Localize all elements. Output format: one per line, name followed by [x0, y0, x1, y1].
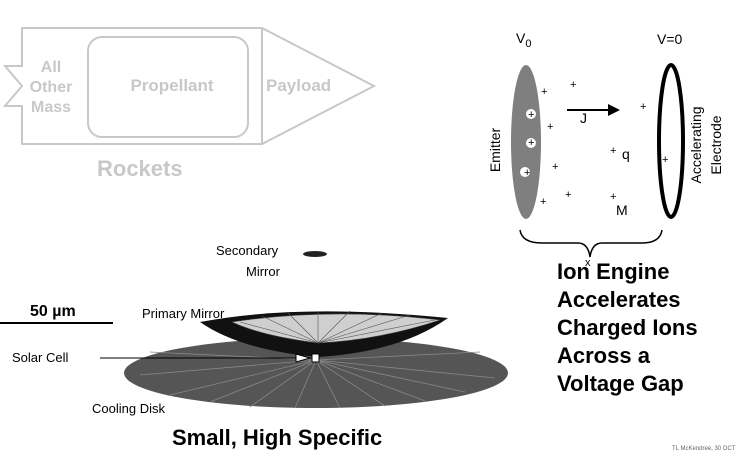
ion-engine-description: Ion Engine Accelerates Charged Ions Acro… — [557, 259, 698, 396]
v0-label: V — [516, 30, 526, 46]
cooling-disk-label: Cooling Disk — [92, 401, 165, 416]
solar-cell-label: Solar Cell — [12, 350, 69, 365]
ion-plus: + — [541, 86, 547, 98]
mirror-assembly — [0, 251, 508, 409]
solar-cell — [311, 353, 320, 363]
v0-subscript: 0 — [525, 37, 532, 50]
rocket-outline — [2, 27, 377, 145]
ion-engine-diagram: + + + + + + + + + + + + + x — [511, 63, 685, 269]
payload-label: Payload — [266, 76, 332, 95]
solar-cell-pointer — [100, 353, 312, 363]
rockets-title: Rockets — [97, 156, 183, 181]
brace-mark: x — [585, 257, 591, 269]
primary-mirror-ribs — [239, 310, 436, 344]
emitter-electrode — [511, 65, 541, 219]
rocket-diagram — [2, 27, 377, 145]
other-mass-label: All Other Mass — [29, 59, 73, 116]
ion-plus: + — [565, 189, 571, 201]
mirror-title: Small, High Specific — [172, 425, 383, 450]
gap-brace — [519, 229, 663, 258]
primary-mirror-rim — [230, 313, 441, 344]
ion-plus: + — [552, 161, 558, 173]
current-arrow — [567, 104, 620, 116]
propellant-label: Propellant — [130, 76, 214, 95]
emitter-tip — [520, 167, 530, 177]
electrode-label: Electrode — [708, 115, 724, 175]
ion-plus: + — [528, 109, 534, 121]
mass-label: M — [616, 202, 628, 218]
electrode-voltage-label: V=0 — [657, 31, 683, 47]
secondary-mirror — [303, 251, 327, 257]
cooling-disk-rays — [139, 351, 496, 409]
ion-plus: + — [570, 79, 576, 91]
propellant-box — [87, 36, 249, 138]
accelerating-label: Accelerating — [688, 106, 704, 184]
ion-plus: + — [610, 145, 616, 157]
ion-plus: + — [528, 137, 534, 149]
secondary-mirror-label-line1: Secondary — [216, 243, 279, 258]
primary-mirror-label: Primary Mirror — [142, 306, 225, 321]
emitter-tip — [526, 138, 536, 148]
ion-plus: + — [547, 121, 553, 133]
emitter-tip — [526, 109, 536, 119]
emitter-voltage-label: V0 — [516, 30, 531, 50]
ion-particles: + + + + + + + + + + + + + — [524, 79, 668, 208]
ion-plus: + — [662, 154, 668, 166]
accelerating-electrode — [657, 63, 685, 219]
ion-plus: + — [524, 167, 530, 179]
current-label: J — [580, 110, 587, 126]
ion-plus: + — [540, 196, 546, 208]
secondary-mirror-label-line2: Mirror — [246, 264, 280, 279]
charge-label: q — [622, 146, 630, 162]
scale-bar-label: 50 µm — [30, 303, 76, 320]
emitter-label: Emitter — [487, 127, 503, 173]
credit-text: TL McKendree, 30 OCT — [672, 446, 736, 452]
ion-plus: + — [610, 191, 616, 203]
ion-plus: + — [640, 101, 646, 113]
